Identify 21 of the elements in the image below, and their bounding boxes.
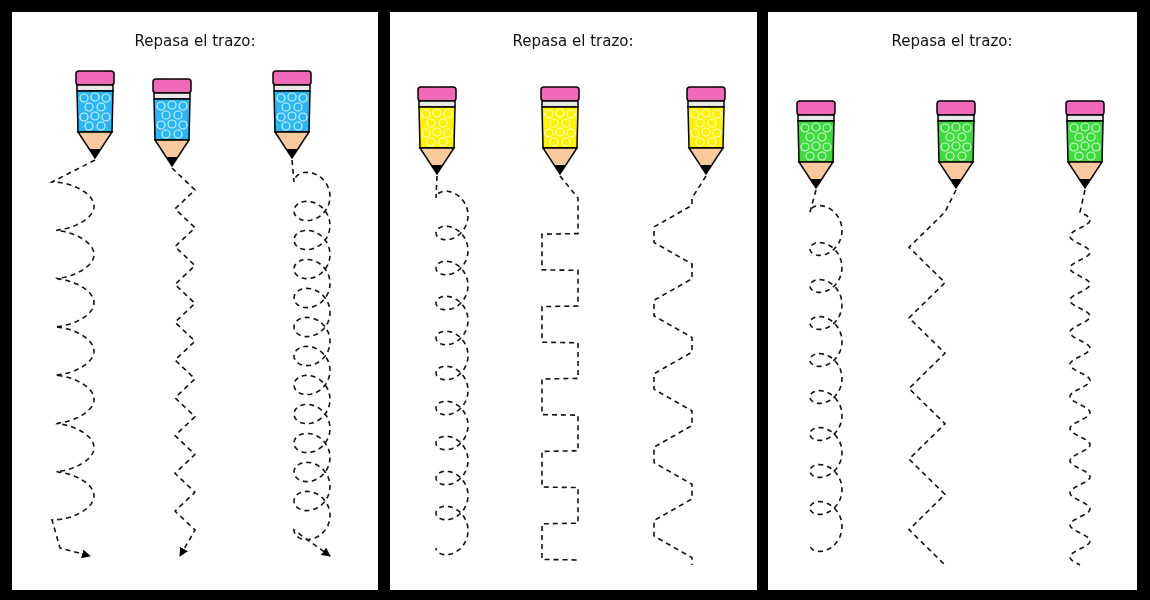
pencil-drawing bbox=[73, 70, 117, 160]
pencil-drawing bbox=[270, 70, 314, 160]
pencil-drawing bbox=[150, 78, 194, 168]
worksheet-title: Repasa el trazo: bbox=[512, 32, 634, 50]
dashed-trace-line bbox=[435, 175, 469, 556]
pencil-drawing bbox=[538, 86, 582, 176]
dashed-trace-line bbox=[291, 159, 331, 557]
pencil-drawing bbox=[684, 86, 728, 176]
pencil-drawing bbox=[415, 86, 459, 176]
pencil-drawing bbox=[934, 100, 978, 190]
pencil-drawing bbox=[1063, 100, 1107, 190]
dashed-trace-line bbox=[908, 189, 957, 566]
dashed-trace-line bbox=[809, 189, 843, 553]
dashed-trace-line bbox=[541, 175, 579, 561]
dashed-trace-line bbox=[653, 175, 707, 566]
dashed-trace-line bbox=[1069, 189, 1091, 566]
worksheet-title: Repasa el trazo: bbox=[134, 32, 256, 50]
worksheet-title: Repasa el trazo: bbox=[891, 32, 1013, 50]
pencil-drawing bbox=[794, 100, 838, 190]
dashed-trace-line bbox=[171, 167, 196, 557]
dashed-trace-line bbox=[51, 159, 96, 559]
